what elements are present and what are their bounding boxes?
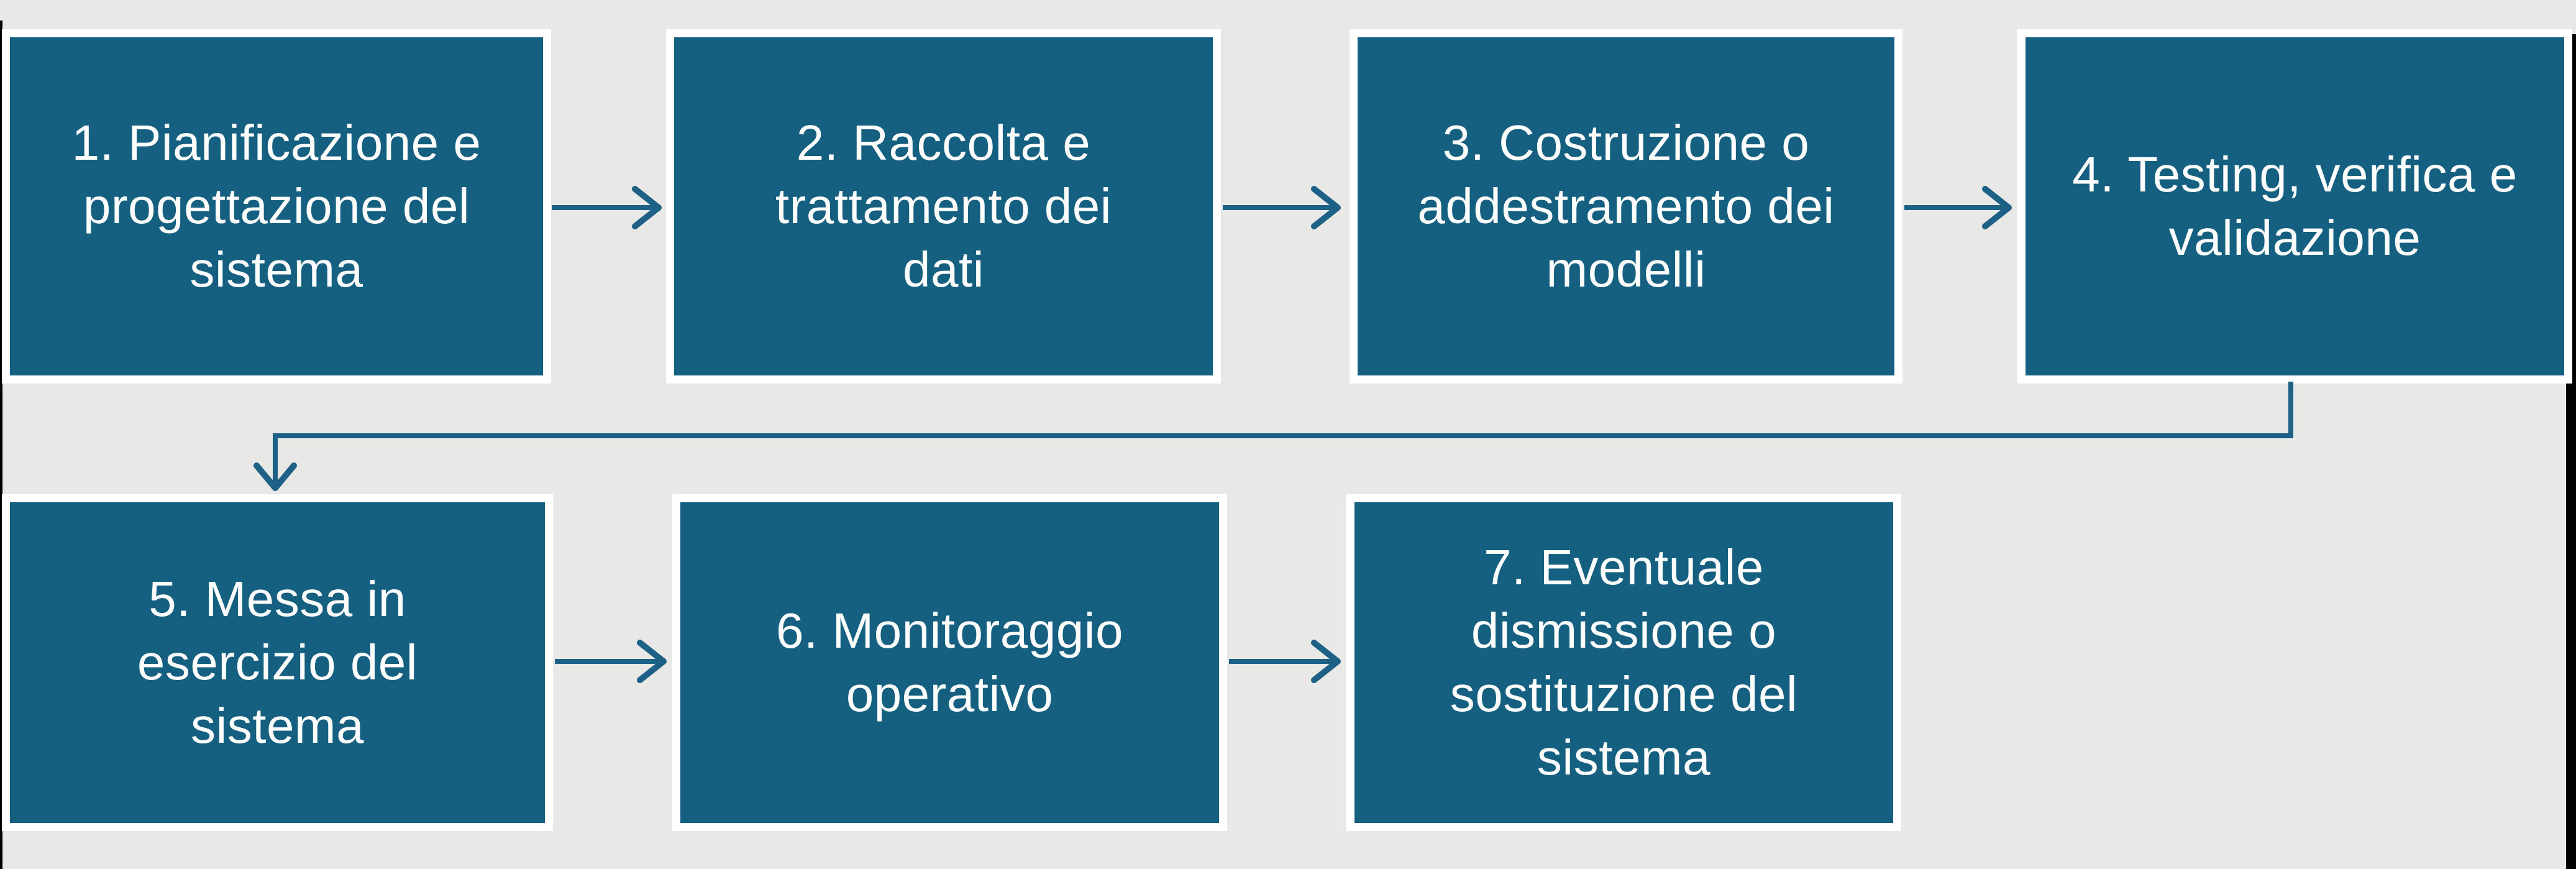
step-label-5: 5. Messa in esercizio del sistema <box>137 571 418 753</box>
step-box-2-raccolta: 2. Raccolta e trattamento dei dati <box>666 29 1221 384</box>
step-label-4: 4. Testing, verifica e validazione <box>2072 147 2518 265</box>
step-box-3-costruzione: 3. Costruzione o addestramento dei model… <box>1350 29 1902 384</box>
step-label-6: 6. Monitoraggio operativo <box>776 603 1123 722</box>
step-label-7: 7. Eventuale dismissione o sostituzione … <box>1450 540 1798 785</box>
left-clipped-edge <box>0 21 2 869</box>
step-label-2: 2. Raccolta e trattamento dei dati <box>775 115 1112 297</box>
arrow-3-4-right-arrow-icon <box>1904 186 2012 229</box>
step-box-5-messa-in-esercizio: 5. Messa in esercizio del sistema <box>2 494 553 831</box>
arrow-5-6-right-arrow-icon <box>555 640 667 683</box>
step-label-3: 3. Costruzione o addestramento dei model… <box>1417 115 1835 297</box>
step-label-1: 1. Pianificazione e progettazione del si… <box>71 115 482 297</box>
arrow-1-2-right-arrow-icon <box>552 186 662 229</box>
arrow-2-3-right-arrow-icon <box>1223 186 1341 229</box>
connector-4-5-elbow-down-arrow-icon <box>253 382 2293 491</box>
step-box-4-testing: 4. Testing, verifica e validazione <box>2017 29 2572 384</box>
arrow-6-7-right-arrow-icon <box>1229 640 1341 683</box>
step-box-6-monitoraggio: 6. Monitoraggio operativo <box>672 494 1227 831</box>
step-box-7-dismissione: 7. Eventuale dismissione o sostituzione … <box>1346 494 1901 831</box>
step-box-1-pianificazione: 1. Pianificazione e progettazione del si… <box>2 29 551 384</box>
